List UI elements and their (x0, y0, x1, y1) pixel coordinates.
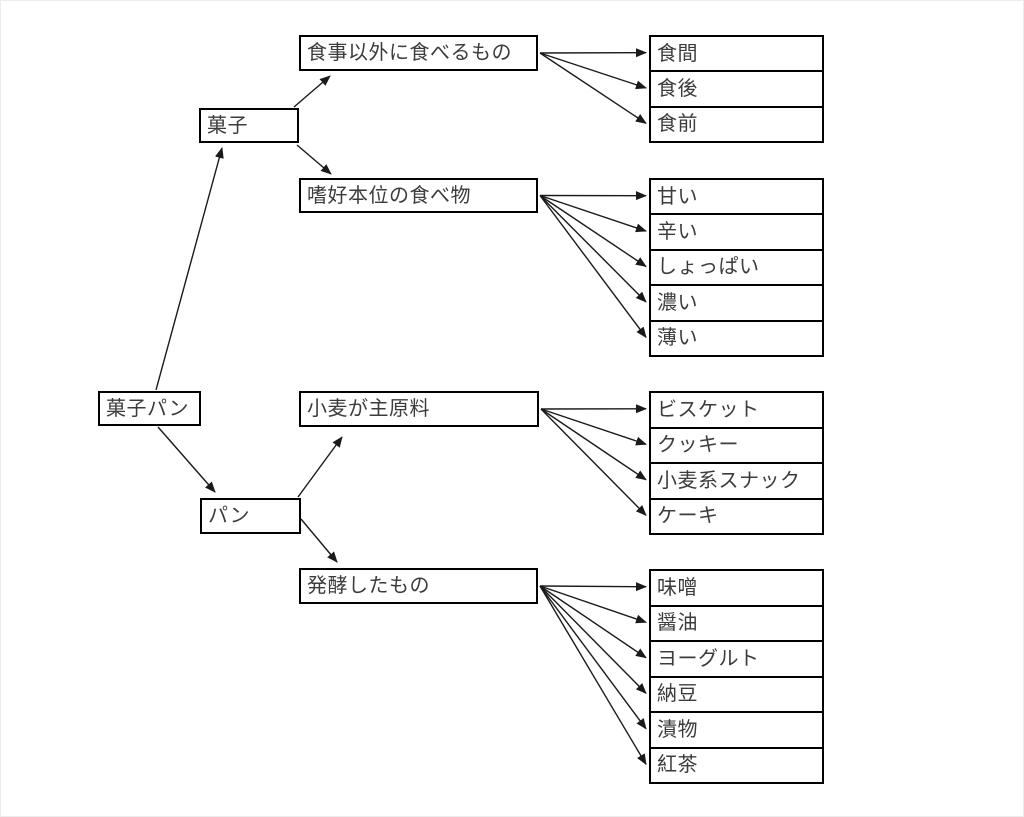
arrow-connector (539, 585, 647, 694)
leaf-g4-5: 紅茶 (649, 746, 824, 784)
arrow-connector (157, 426, 216, 493)
arrow-connector (540, 408, 647, 516)
node-g4: 発酵したもの (299, 568, 538, 604)
arrow-connector (539, 194, 647, 268)
leaf-g2-0: 甘い (649, 178, 824, 216)
arrow-connector (539, 582, 647, 592)
node-pan: パン (200, 498, 301, 534)
arrow-connector (540, 408, 647, 446)
node-root: 菓子パン (98, 391, 201, 426)
arrow-connector (297, 436, 343, 498)
arrow-connector (293, 75, 331, 108)
leaf-g4-2: ヨーグルト (649, 640, 824, 678)
arrow-connector (539, 52, 647, 124)
arrow-connector (539, 194, 647, 233)
arrow-connector (296, 144, 332, 175)
leaf-g4-4: 漬物 (649, 711, 824, 749)
leaf-g1-0: 食間 (649, 35, 824, 73)
arrow-connector (539, 585, 647, 730)
arrow-connector (300, 518, 338, 563)
leaf-g3-2: 小麦系スナック (649, 462, 824, 500)
leaf-g2-4: 薄い (649, 319, 824, 357)
leaf-g3-1: クッキー (649, 426, 824, 464)
arrow-connector (539, 585, 647, 624)
leaf-g3-3: ケーキ (649, 497, 824, 535)
leaf-g1-1: 食後 (649, 70, 824, 108)
node-g3: 小麦が主原料 (299, 391, 539, 427)
leaf-g3-0: ビスケット (649, 391, 824, 429)
arrow-connector (539, 585, 647, 766)
leaf-g4-1: 醤油 (649, 604, 824, 642)
node-kashi: 菓子 (199, 108, 299, 143)
leaf-g2-1: 辛い (649, 213, 824, 251)
node-g2: 嗜好本位の食べ物 (299, 178, 538, 213)
arrow-connector (539, 195, 647, 339)
leaf-g1-2: 食前 (649, 105, 824, 143)
arrow-connector (155, 147, 224, 391)
leaf-g4-3: 納豆 (649, 675, 824, 713)
node-g1: 食事以外に食べるもの (299, 35, 538, 71)
leaf-g4-0: 味噌 (649, 569, 824, 607)
arrow-connector (539, 195, 647, 303)
leaf-g2-3: 濃い (649, 284, 824, 322)
arrow-connector (539, 52, 647, 90)
leaf-g2-2: しょっぱい (649, 248, 824, 287)
arrow-connector (539, 585, 647, 659)
arrow-connector (540, 408, 647, 481)
